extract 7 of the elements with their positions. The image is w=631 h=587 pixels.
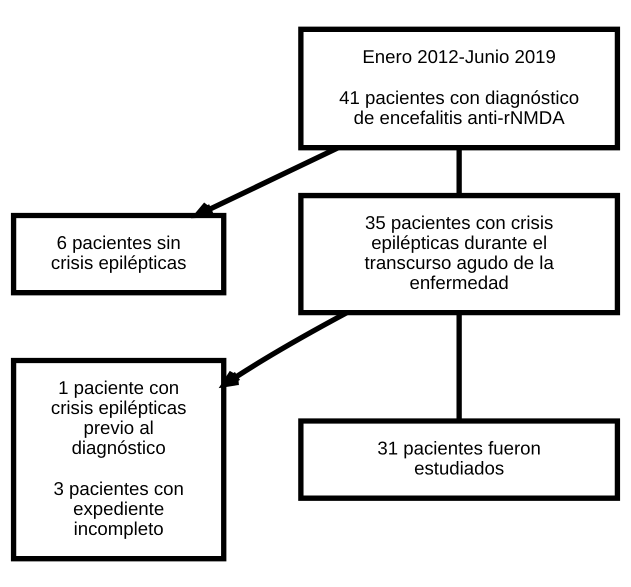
node-box: 1 paciente con crisis epilépticas previo al diagnóstico 3 pacientes con expediente incompleto xyxy=(10,357,226,561)
connector xyxy=(456,312,462,420)
node-box: 35 pacientes con crisis epilépticas durante el transcurso agudo de la enfermedad xyxy=(298,192,620,315)
node-box: 31 pacientes fueron estudiados xyxy=(298,418,620,500)
node-box: 6 pacientes sin crisis epilépticas xyxy=(10,212,226,295)
node-box: Enero 2012-Junio 2019 41 pacientes con diagnóstico de encefalitis anti-rNMDA xyxy=(298,26,620,150)
connector xyxy=(456,147,462,195)
